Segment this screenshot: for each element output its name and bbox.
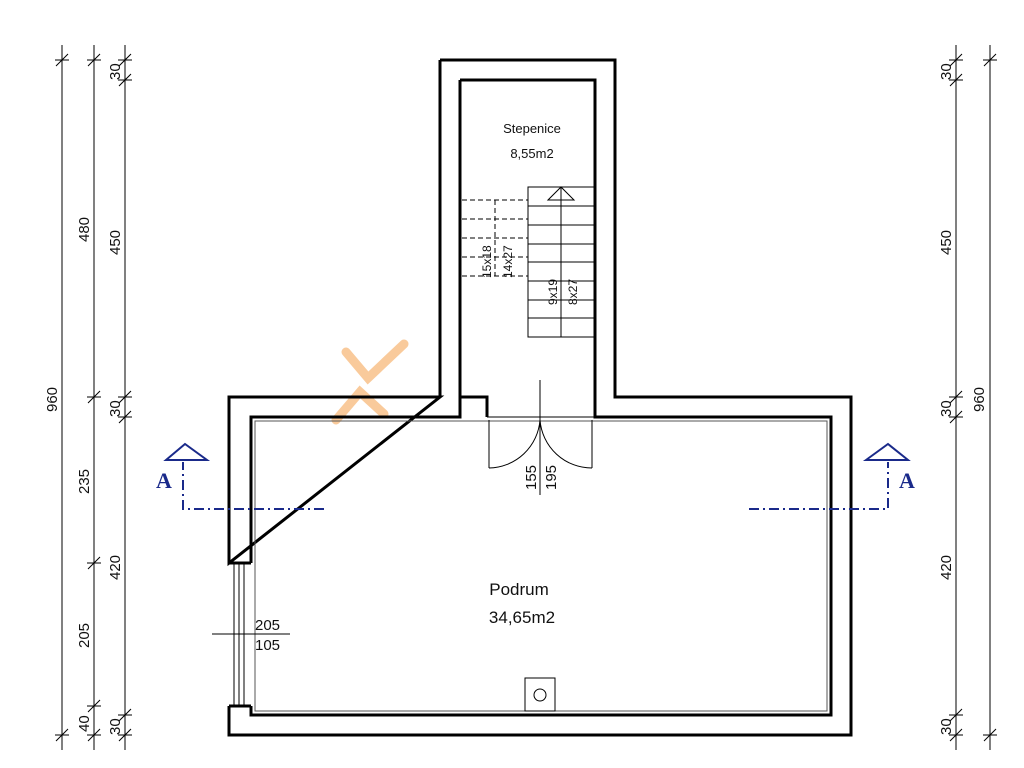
walls (227, 58, 853, 737)
dimension-lines-left: 960 480 235 205 40 30 450 30 420 30 (44, 45, 132, 750)
stairs-upper-a: 15x18 (480, 245, 494, 278)
section-marker-left: A (156, 442, 324, 510)
dim-left-inner-a: 30 (107, 63, 124, 80)
dim-left-c: 205 (76, 623, 93, 648)
watermark-logo (331, 339, 409, 425)
stairs-upper-b: 14x27 (501, 245, 515, 278)
dim-left-inner-b: 450 (107, 230, 124, 255)
dim-left-d: 40 (76, 715, 93, 732)
section-label-right: A (899, 468, 915, 493)
dim-right-inner-b: 450 (938, 230, 955, 255)
dim-right-inner-d: 420 (938, 555, 955, 580)
door-dim-bottom: 195 (543, 465, 560, 490)
dim-left-b: 235 (76, 469, 93, 494)
dim-left-a: 480 (76, 217, 93, 242)
outer-wall (227, 58, 853, 737)
stairs-lower-a: 9x19 (546, 279, 560, 305)
room-name-stairs: Stepenice (503, 121, 561, 136)
dim-left-inner-c: 30 (107, 400, 124, 417)
room-name-basement: Podrum (489, 580, 549, 599)
window: 205 105 (212, 563, 290, 706)
window-dim-top: 205 (255, 617, 280, 634)
dim-left-inner-d: 420 (107, 555, 124, 580)
dimension-lines-right: 30 450 30 420 30 960 (938, 45, 997, 750)
section-marker-right: A (749, 442, 915, 510)
dim-right-inner-c: 30 (938, 400, 955, 417)
stair-jamb-left (460, 395, 489, 417)
room-area-stairs: 8,55m2 (510, 146, 553, 161)
room-area-basement: 34,65m2 (489, 608, 555, 627)
window-dim-bottom: 105 (255, 637, 280, 654)
dim-right-inner-a: 30 (938, 63, 955, 80)
staircase: 15x18 14x27 9x19 8x27 (462, 186, 595, 338)
double-door: 155 195 (487, 380, 595, 495)
dim-right-total: 960 (971, 387, 988, 412)
inner-wall (249, 78, 833, 717)
stairs-lower-b: 8x27 (566, 279, 580, 305)
drain-symbol (524, 677, 556, 712)
door-dim-top: 155 (523, 465, 540, 490)
dim-right-inner-e: 30 (938, 718, 955, 735)
section-label-left: A (156, 468, 172, 493)
dim-left-inner-e: 30 (107, 718, 124, 735)
dim-left-total: 960 (44, 387, 61, 412)
inner-finish-line (254, 420, 828, 712)
stair-arrow-icon (546, 186, 576, 201)
